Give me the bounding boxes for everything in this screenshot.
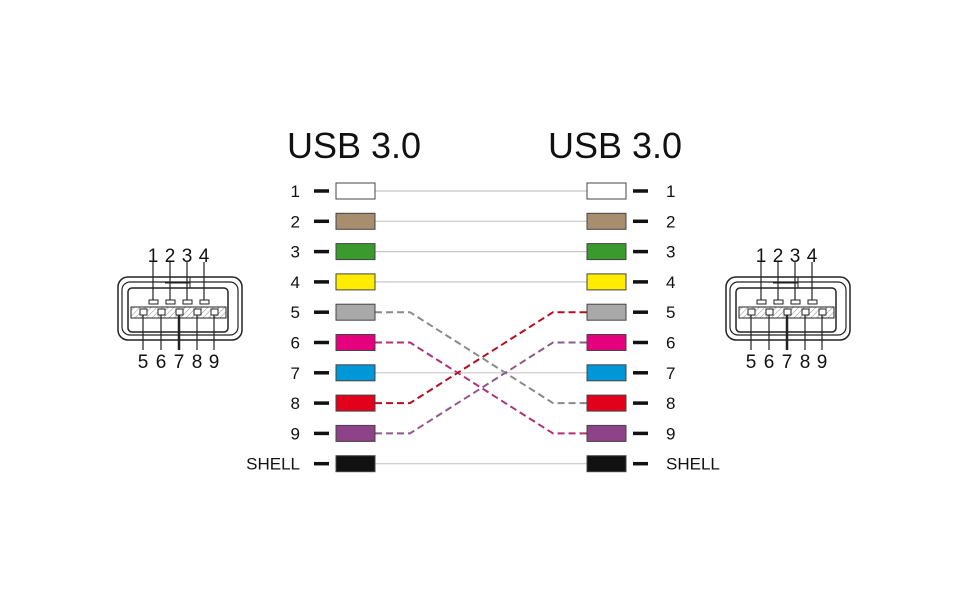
right-wire-color-block <box>586 364 627 382</box>
right-wire-color-block <box>586 243 627 261</box>
right-pin-label: 8 <box>666 394 675 413</box>
right-pin-label: 3 <box>666 243 675 262</box>
left-connector-bottom-pin-label: 8 <box>192 352 203 373</box>
left-connector-top-pin-label: 2 <box>165 246 176 267</box>
right-pin-label: 9 <box>666 424 675 443</box>
left-connector-bottom-pin-label: 9 <box>209 352 220 373</box>
left-wire-color-block <box>335 364 376 382</box>
right-wire-color-block <box>586 394 627 412</box>
left-pin-label: 5 <box>291 303 300 322</box>
right-pin-label: 1 <box>666 182 675 201</box>
left-connector-top-pin-label: 3 <box>182 246 193 267</box>
right-connector-bottom-pin-label: 9 <box>817 352 828 373</box>
right-connector-top-pin-label: 2 <box>773 246 784 267</box>
right-connector-top-pin-label: 3 <box>790 246 801 267</box>
right-wire-color-block <box>586 455 627 473</box>
left-wire-color-block <box>335 394 376 412</box>
right-connector-bottom-pin-label: 6 <box>764 352 775 373</box>
left-wire-color-block <box>335 334 376 351</box>
right-connector-top-pin-label: 4 <box>807 246 818 267</box>
wire-crossed-8-to-5 <box>375 311 587 405</box>
right-connector-bottom-pin-label: 5 <box>746 352 757 373</box>
left-wire-color-block <box>335 273 376 291</box>
right-wire-color-block <box>586 212 627 230</box>
right-wire-color-block <box>586 273 627 291</box>
left-pin-label: 2 <box>291 212 300 231</box>
right-pin-label: 6 <box>666 334 675 353</box>
left-connector-bottom-pin-label: 7 <box>174 352 185 373</box>
left-title: USB 3.0 <box>287 125 421 166</box>
left-wire-color-block <box>335 243 376 261</box>
wires <box>375 190 587 465</box>
right-pin-label: SHELL <box>666 455 720 474</box>
left-pin-label: 3 <box>291 243 300 262</box>
left-wire-color-block <box>335 455 376 473</box>
right-connector-bottom-pin-label: 7 <box>782 352 793 373</box>
left-connector-top-pin-label: 4 <box>199 246 210 267</box>
right-wire-color-block <box>586 303 627 321</box>
right-wire-color-block <box>586 182 627 200</box>
right-wire-color-block <box>586 334 627 351</box>
left-connector-top-pin-label: 1 <box>148 246 159 267</box>
wire-crossed-6-to-9 <box>375 341 587 435</box>
right-connector-bottom-pin-label: 8 <box>800 352 811 373</box>
left-connector-bottom-pin-label: 6 <box>156 352 167 373</box>
right-connector-top-pin-label: 1 <box>756 246 767 267</box>
right-pin-label: 5 <box>666 303 675 322</box>
left-pin-label: SHELL <box>246 455 300 474</box>
left-wire-color-block <box>335 182 376 200</box>
left-pin-label: 1 <box>291 182 300 201</box>
right-pin-label: 7 <box>666 364 675 383</box>
right-wire-color-block <box>586 424 627 442</box>
wire-crossed-5-to-8 <box>375 311 587 405</box>
right-pin-label: 2 <box>666 212 675 231</box>
wire-crossed-9-to-6 <box>375 341 587 435</box>
left-pin-label: 9 <box>291 424 300 443</box>
left-wire-color-block <box>335 212 376 230</box>
left-pin-label: 7 <box>291 364 300 383</box>
left-wire-color-block <box>335 303 376 321</box>
left-pin-label: 8 <box>291 394 300 413</box>
left-wire-color-block <box>335 424 376 442</box>
right-title: USB 3.0 <box>548 125 682 166</box>
left-pin-label: 6 <box>291 334 300 353</box>
left-pin-label: 4 <box>291 273 300 292</box>
left-connector-bottom-pin-label: 5 <box>138 352 149 373</box>
right-pin-label: 4 <box>666 273 675 292</box>
